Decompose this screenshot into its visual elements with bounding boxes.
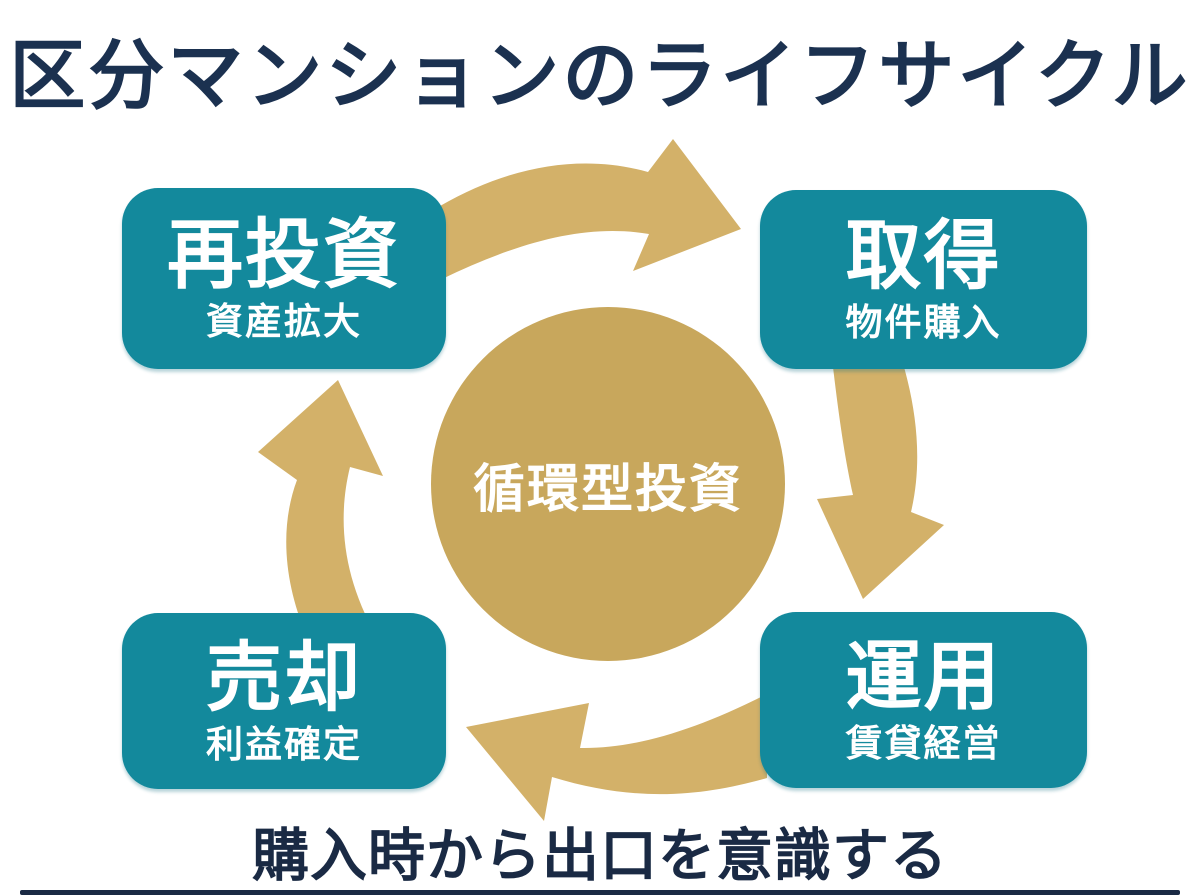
page-title: 区分マンションのライフサイクル [9, 31, 1191, 120]
stage-sublabel: 賃貸経営 [845, 721, 1002, 765]
stage-reinvestment: 再投資 資産拡大 [122, 188, 446, 369]
stage-acquisition: 取得 物件購入 [760, 190, 1087, 369]
footer-note: 購入時から出口を意識する [252, 823, 948, 889]
stage-sublabel: 利益確定 [206, 722, 362, 766]
stage-label: 再投資 [167, 210, 401, 299]
stage-sale: 売却 利益確定 [122, 613, 446, 789]
arrow-curve-up-icon [258, 380, 383, 641]
center-label: 循環型投資 [472, 459, 743, 520]
stage-label: 売却 [206, 632, 362, 722]
center-circle: 循環型投資 [431, 307, 785, 661]
stage-sublabel: 物件購入 [845, 301, 1002, 344]
stage-label: 取得 [845, 211, 1002, 300]
bottom-rule [20, 890, 1180, 895]
stage-sublabel: 資産拡大 [206, 300, 362, 343]
arrow-curve-left-icon [466, 694, 767, 821]
stage-operation: 運用 賃貸経営 [760, 612, 1087, 788]
stage-label: 運用 [845, 631, 1002, 721]
arrow-curve-down-icon [817, 367, 944, 599]
arrow-curve-right-icon [440, 139, 741, 279]
